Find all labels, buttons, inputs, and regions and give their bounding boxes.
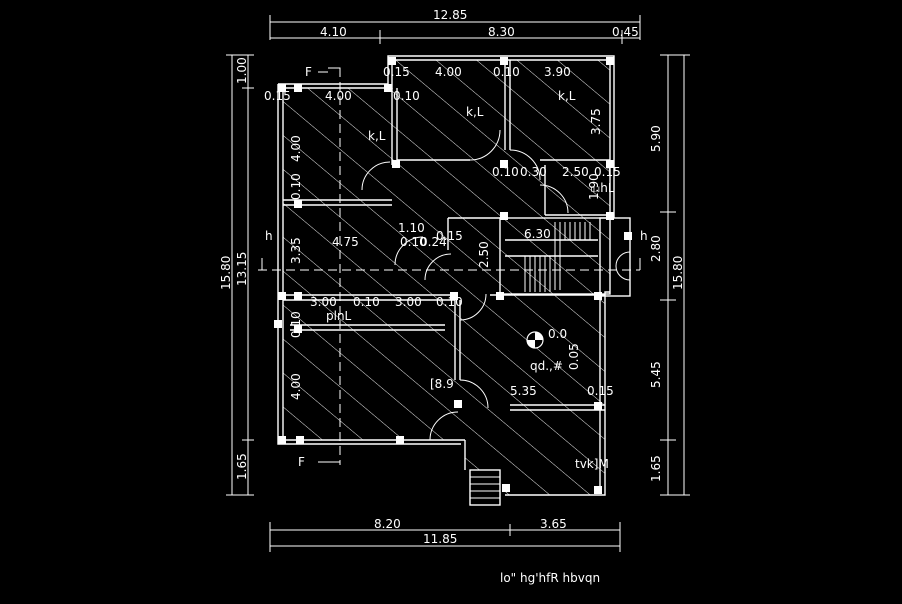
room-label-sitout: tvk]M xyxy=(575,457,609,471)
dim-left-total: 15.80 xyxy=(219,256,233,290)
dim-inner: 0.15 xyxy=(264,89,291,103)
dim-left-inner: 13.15 xyxy=(235,252,249,286)
dim-left-bottom: 1.65 xyxy=(235,453,249,480)
dim-right-top: 5.90 xyxy=(649,125,663,152)
dim-top-c: 0.45 xyxy=(612,25,639,39)
right-dimensions xyxy=(660,54,690,496)
room-label-toilet: யhL xyxy=(590,181,615,195)
dim-inner: 4.00 xyxy=(289,373,303,400)
dim-inner: 3.35 xyxy=(289,237,303,264)
dim-inner: 4.00 xyxy=(289,135,303,162)
dim-inner: 0.10 xyxy=(393,89,420,103)
room-label-kitchen: [8.9 xyxy=(430,377,454,391)
dim-inner: 1.10 xyxy=(398,221,425,235)
dim-inner: 4.00 xyxy=(325,89,352,103)
dim-inner: 0.10 xyxy=(289,173,303,200)
floor-hatch xyxy=(283,60,610,495)
dim-inner: 6.30 xyxy=(524,227,551,241)
dim-left-top: 1.00 xyxy=(235,57,249,84)
dim-bottom-b: 3.65 xyxy=(540,517,567,531)
room-label-pooja: plnL xyxy=(326,309,352,323)
section-mark-right: h xyxy=(640,229,648,243)
dim-inner: 0.15 xyxy=(436,229,463,243)
left-dimensions xyxy=(226,54,254,496)
doors xyxy=(361,129,631,441)
dim-top-total: 12.85 xyxy=(433,8,467,22)
top-dimensions xyxy=(269,15,641,44)
dim-inner: 0.05 xyxy=(567,343,581,370)
dim-inner: 0.30 xyxy=(520,165,547,179)
dim-inner: 0.15 xyxy=(594,165,621,179)
stairs xyxy=(469,222,591,506)
dim-inner: 0.15 xyxy=(587,384,614,398)
bottom-dimensions xyxy=(269,522,621,552)
dim-bottom-a: 8.20 xyxy=(374,517,401,531)
dim-top-b: 8.30 xyxy=(488,25,515,39)
section-lines xyxy=(258,67,641,465)
dim-inner: 0.15 xyxy=(383,65,410,79)
dim-inner: 3.90 xyxy=(544,65,571,79)
section-mark-bottom: F xyxy=(298,455,305,469)
columns xyxy=(274,57,632,494)
dim-inner: 0.24 xyxy=(420,235,447,249)
dim-inner: 4.00 xyxy=(435,65,462,79)
room-label-hall: qd.,# xyxy=(530,359,563,373)
dim-inner: 0.10 xyxy=(289,311,303,338)
dim-inner: 4.75 xyxy=(332,235,359,249)
dim-inner: 0.10 xyxy=(493,65,520,79)
dim-inner: 2.50 xyxy=(562,165,589,179)
room-label-hall-level: 0.0 xyxy=(548,327,567,341)
dim-inner: 0.10 xyxy=(436,295,463,309)
room-label-bedroom-center: k,L xyxy=(466,105,484,119)
drawing-caption: lo" hg'hfR hbvqn xyxy=(500,571,600,585)
dim-bottom-total: 11.85 xyxy=(423,532,457,546)
dim-inner: 5.35 xyxy=(510,384,537,398)
room-label-bedroom-right: k,L xyxy=(558,89,576,103)
level-marker-icon xyxy=(526,331,544,349)
dim-inner: 3.00 xyxy=(395,295,422,309)
dim-inner: 0.10 xyxy=(353,295,380,309)
dim-inner: 0.10 xyxy=(492,165,519,179)
section-mark-top: F xyxy=(305,65,312,79)
dim-top-a: 4.10 xyxy=(320,25,347,39)
dim-right-bottom: 1.65 xyxy=(649,455,663,482)
dim-right-mid: 2.80 xyxy=(649,235,663,262)
dim-right-low: 5.45 xyxy=(649,361,663,388)
dim-inner: 3.00 xyxy=(310,295,337,309)
dim-inner: 0.10 xyxy=(400,235,427,249)
dim-inner: 3.75 xyxy=(589,108,603,135)
dim-right-total: 15.80 xyxy=(671,256,685,290)
room-label-bedroom-left: k,L xyxy=(368,129,386,143)
section-mark-left: h xyxy=(265,229,273,243)
dim-inner: 1.90 xyxy=(587,173,601,200)
dim-inner: 2.50 xyxy=(477,241,491,268)
